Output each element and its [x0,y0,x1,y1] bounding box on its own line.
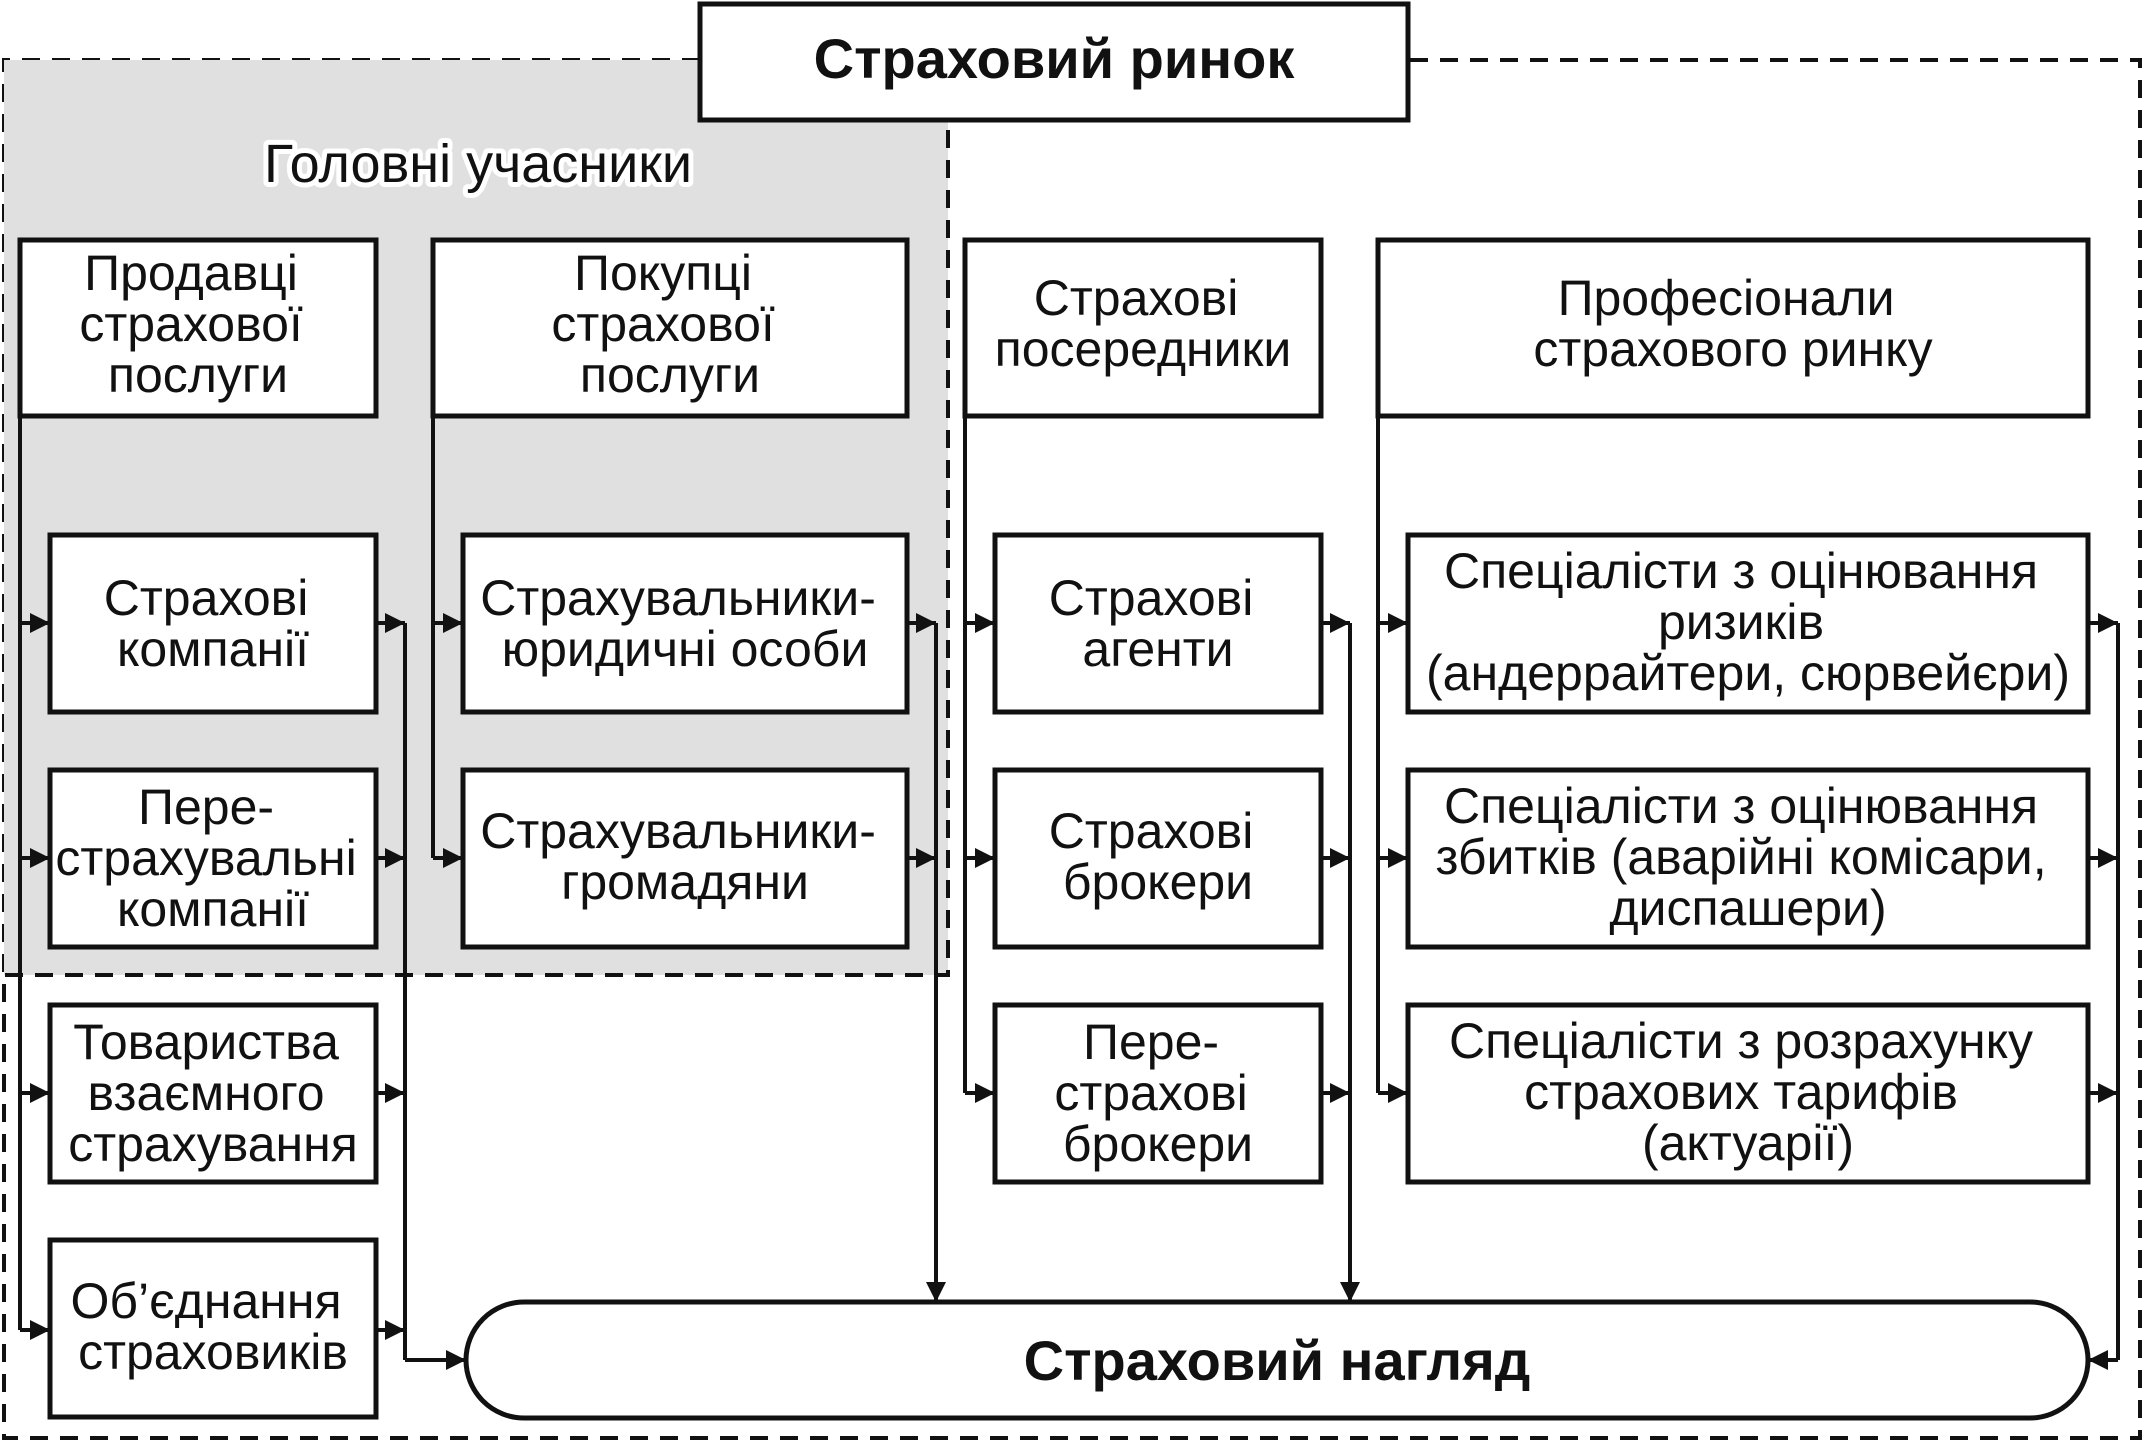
reinsurance-companies-box [47,767,379,950]
main-participants-boundary [4,130,950,977]
professionals-connectors [1376,416,2120,1370]
sellers-output-connectors [376,613,466,1370]
intermediaries-header-box [962,237,1324,419]
legal-entity-insureds-text: Страхувальники- юридичні особи [480,570,890,677]
professionals-header-box [1375,237,2091,419]
tariff-calculation-text: Спеціалісти з розрахунку страхових тариф… [1449,1013,2047,1171]
citizen-insureds-box [460,767,910,950]
risk-assessment-box [1405,532,2091,715]
buyers-header-text: Покупці страхової послуги [551,245,788,403]
risk-assessment-text: Спеціалісти з оцінювання ризиків (андерр… [1426,543,2070,701]
insurance-agents-text: Страхові агенти [1049,570,1267,677]
mutual-insurance-box [47,1002,379,1185]
page-title: Страховий ринок [814,27,1296,90]
intermediaries-header-text: Страхові посередники [995,270,1292,377]
buyers-connectors [431,416,946,1302]
insurance-brokers-text: Страхові брокери [1049,803,1267,910]
insurers-association-text: Об’єднання страховиків [71,1273,356,1380]
loss-assessment-text: Спеціалісти з оцінювання збитків (аварій… [1435,778,2060,936]
reinsurance-brokers-text: Пере- страхові брокери [1054,1014,1261,1172]
citizen-insureds-text: Страхувальники- громадяни [480,803,890,910]
sellers-header-box [17,237,379,419]
mutual-insurance-text: Товариства взаємного страхування [68,1014,358,1172]
main-participants-label: Головні учасники [264,134,692,194]
insurance-companies-text: Страхові компанії [104,570,322,677]
insurance-agents-box [992,532,1324,715]
reinsurance-brokers-box [992,1002,1324,1185]
intermediaries-connectors [963,416,1360,1302]
supervision-text: Страховий нагляд [1024,1329,1531,1392]
buyers-header-box [430,237,910,419]
sellers-connectors [18,416,50,1340]
reinsurance-companies-text: Пере- страхувальні компанії [55,779,370,937]
title-box [697,1,1411,123]
sellers-header-text: Продавці страхової послуги [79,245,316,403]
tariff-calculation-box [1405,1002,2091,1185]
professionals-header-text: Професіонали страхового ринку [1533,270,1932,377]
